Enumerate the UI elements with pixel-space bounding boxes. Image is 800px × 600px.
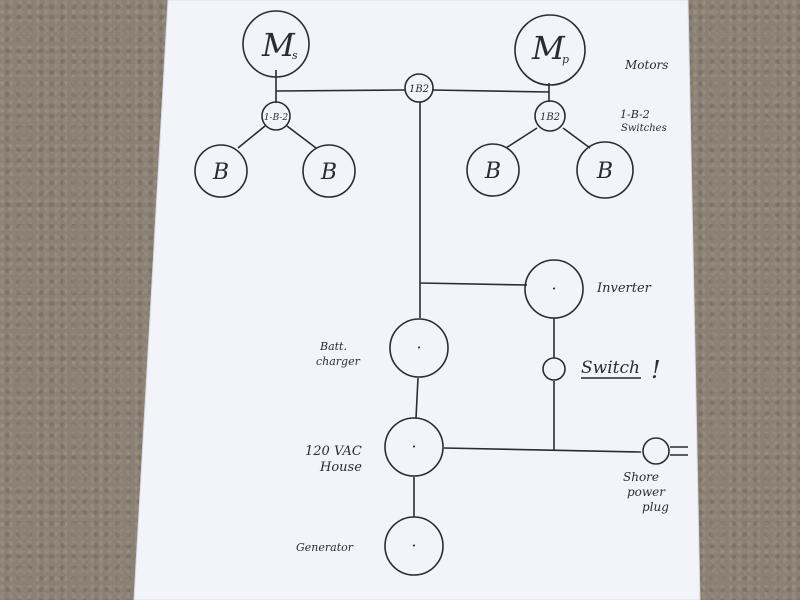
center-switch-circle [404,73,434,103]
shore-label-line2: power [627,485,666,499]
generator-label: Generator [296,541,354,554]
motor-s-subscript: s [292,49,298,62]
house-dot: · [411,437,416,456]
battery-4-circle [576,141,634,199]
motor-p-circle [514,14,586,86]
motor-s-letter: M [261,26,296,64]
battery-2-label: B [320,160,337,185]
battery-1-circle [194,144,248,198]
right-switch-label: 1B2 [540,112,560,123]
house-label-line1: 120 VAC [305,444,362,459]
switches-label-line2: Switches [621,123,667,134]
battery-2-circle [302,144,356,198]
generator-circle [384,516,444,576]
motor-s-circle [242,10,310,78]
battery-3-circle [466,143,520,197]
inverter-label: Inverter [596,281,652,296]
house-circle [384,417,444,477]
shore-plug-circle [642,437,670,465]
charger-dot: · [416,338,421,357]
charger-label-line1: Batt. [319,340,347,353]
switch-label: Switch [581,358,640,378]
connection-lines [237,70,688,517]
switches-label-line1: 1-B-2 [620,108,650,121]
battery-1-label: B [212,160,229,185]
left-switch-label: 1-B-2 [264,113,289,123]
component-circles [194,10,670,576]
switch-circle [542,357,566,381]
left-switch-circle [261,101,291,131]
inverter-dot: · [551,279,556,298]
inverter-circle [524,259,584,319]
switch-exclaim: ! [651,356,661,384]
center-switch-label: 1B2 [409,84,429,95]
generator-dot: · [411,536,416,555]
shore-label-line3: plug [642,500,669,514]
battery-4-label: B [596,159,613,184]
shore-label-line1: Shore [623,470,659,484]
charger-circle [389,318,449,378]
charger-label-line2: charger [316,355,361,368]
motors-label: Motors [624,58,668,72]
motor-p-subscript: p [562,53,569,66]
battery-3-label: B [484,159,501,184]
right-switch-circle [534,100,566,132]
motor-p-letter: M [531,29,566,67]
house-label-line2: House [319,460,362,475]
